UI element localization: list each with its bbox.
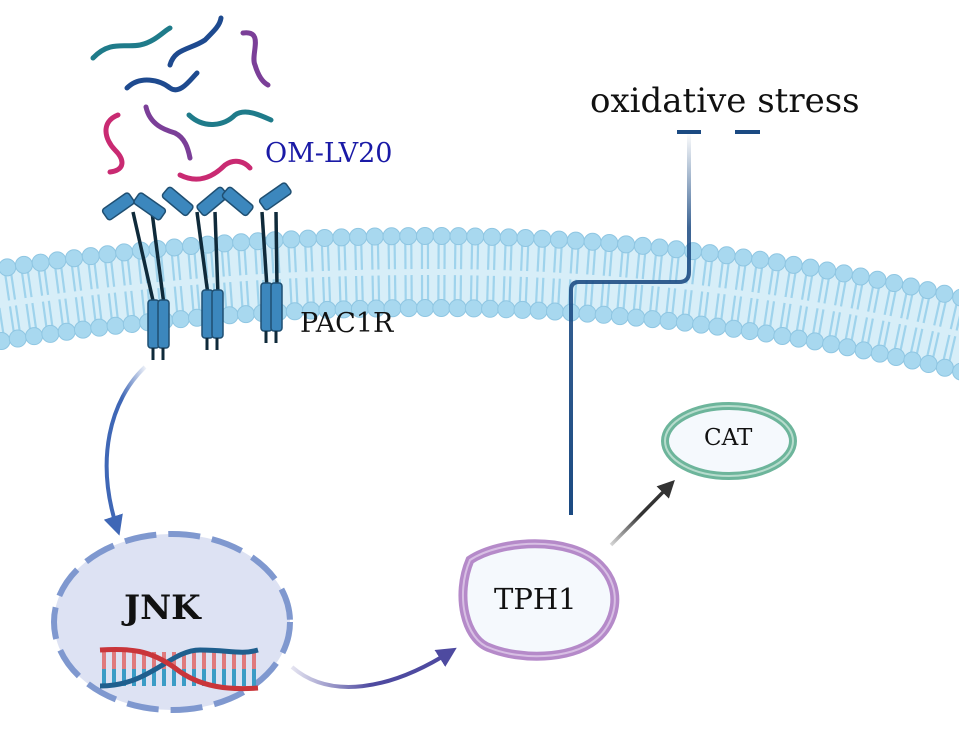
cat-node xyxy=(661,402,797,480)
dna-icon xyxy=(99,646,259,692)
peptide-strand xyxy=(167,15,224,68)
arrow-jnk-to-tph1 xyxy=(290,647,457,689)
pac1r-receptor xyxy=(101,192,170,360)
ligand-label: OM-LV20 xyxy=(265,138,393,169)
tph1-inhibition-line xyxy=(569,132,691,515)
receptor-label: PAC1R xyxy=(300,308,394,339)
peptide-strand xyxy=(124,70,200,93)
tph1-label: TPH1 xyxy=(494,582,577,616)
pac1r-receptor xyxy=(161,186,229,350)
cat-label: CAT xyxy=(704,425,753,451)
arrow-tph1-to-cat xyxy=(609,480,675,547)
peptide-cluster xyxy=(90,15,274,182)
tph1-node xyxy=(458,539,620,661)
jnk-nucleus xyxy=(51,531,293,713)
peptide-strand xyxy=(186,109,274,127)
inhibition-lines xyxy=(569,130,760,515)
oxidative-stress-label: oxidative stress xyxy=(590,81,860,121)
pac1r-receptor xyxy=(221,182,292,343)
peptide-strand xyxy=(177,158,253,182)
jnk-label: JNK xyxy=(124,588,201,628)
pac1r-receptors xyxy=(101,182,292,360)
peptide-strand xyxy=(90,25,173,61)
peptide-strand xyxy=(240,30,271,88)
peptide-strand xyxy=(143,104,193,161)
cell-membrane xyxy=(0,227,959,381)
peptide-strand xyxy=(103,112,125,175)
arrow-pac1r-to-jnk xyxy=(103,365,147,536)
